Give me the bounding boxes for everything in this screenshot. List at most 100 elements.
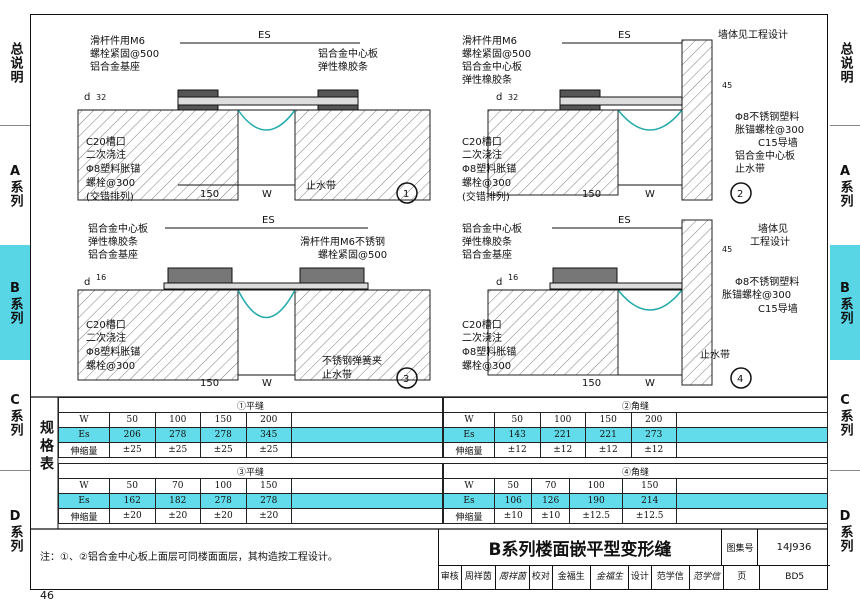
- cell: 278: [245, 493, 292, 509]
- spec-table-side-label: 规格表: [38, 420, 54, 474]
- d2-label: Φ8塑料胀锚: [462, 162, 516, 175]
- d4-label: 止水带: [700, 349, 730, 361]
- tab-overview-left[interactable]: 总说明: [7, 41, 23, 84]
- cell: 伸缩量: [443, 442, 495, 458]
- d4-label: 二次浇注: [462, 331, 502, 344]
- d3-label: 滑杆件用M6不锈钢: [300, 235, 385, 248]
- d4-number: 4: [737, 374, 743, 385]
- cell: 221: [585, 427, 632, 443]
- cell: Es: [443, 427, 495, 443]
- tab-series-d-left[interactable]: D系列: [0, 470, 30, 591]
- cell: 150: [585, 412, 632, 428]
- cell: W: [443, 478, 495, 494]
- d2-label: 止水带: [735, 163, 765, 175]
- d2-label: C15导墙: [758, 136, 798, 149]
- d3-label: 铝合金基座: [88, 248, 138, 261]
- cell: 70: [531, 478, 570, 494]
- d3-label: 二次浇注: [86, 331, 126, 344]
- d2-d-label: d: [496, 92, 502, 103]
- tab-overview-right[interactable]: 总说明: [837, 41, 853, 84]
- d1-label: 铝合金基座: [90, 60, 140, 73]
- cell: ±12.5: [622, 508, 677, 524]
- d3-label: 不锈钢弹簧夹: [322, 354, 382, 367]
- tab-series-b-right[interactable]: B系列: [830, 245, 860, 360]
- cell: 150: [622, 478, 677, 494]
- d4-label: C15导墙: [758, 302, 798, 315]
- d3-label: C20槽口: [86, 318, 126, 331]
- cell: 106: [493, 493, 533, 509]
- d1-d-label: d: [84, 92, 90, 103]
- d1-label: 螺栓@300: [86, 176, 135, 189]
- d1-label: 弹性橡胶条: [318, 60, 368, 73]
- d2-label: 二次浇注: [462, 148, 502, 161]
- d1-label: C20槽口: [86, 135, 126, 148]
- cell: ±10: [531, 508, 570, 524]
- d2-label: 螺栓紧固@500: [462, 47, 531, 60]
- cell: ±25: [109, 442, 156, 458]
- d2-label: Φ8不锈钢塑料: [735, 110, 799, 123]
- tab-series-c-left[interactable]: C系列: [7, 393, 23, 437]
- d3-label: Φ8塑料胀锚: [86, 345, 140, 358]
- d4-label: C20槽口: [462, 318, 502, 331]
- d1-w-label: W: [262, 189, 272, 200]
- d4-d-label: d: [496, 277, 502, 288]
- d4-dim45: 45: [722, 245, 732, 254]
- tab-series-a-left[interactable]: A系列: [0, 125, 30, 246]
- d4-label: 胀锚螺栓@300: [722, 288, 791, 301]
- review-name: 周祥茵: [462, 565, 496, 590]
- d3-es-label: ES: [262, 215, 275, 226]
- d2-label: 胀锚螺栓@300: [735, 123, 804, 136]
- d1-es-label: ES: [258, 30, 271, 41]
- spec-table-3-title: ③平缝: [58, 463, 443, 479]
- d4-label: Φ8不锈钢塑料: [735, 275, 799, 288]
- design-signature: 范学信: [690, 565, 725, 590]
- d2-number: 2: [737, 189, 743, 200]
- cell: ±25: [245, 442, 292, 458]
- cell: W: [443, 412, 495, 428]
- cell: ±20: [154, 508, 201, 524]
- d4-label: 工程设计: [750, 235, 790, 248]
- d2-dim150: 150: [582, 189, 601, 200]
- d4-label: 墙体见: [758, 222, 788, 235]
- spec-table-4-title: ④角缝: [443, 463, 828, 479]
- tab-series-c-right[interactable]: C系列: [837, 393, 853, 437]
- tab-series-a-right[interactable]: A系列: [830, 125, 860, 246]
- center-plate-1: [177, 96, 359, 106]
- cell: ±20: [245, 508, 292, 524]
- d1-label: 止水带: [306, 180, 336, 192]
- cell: Es: [443, 493, 495, 509]
- cell: W: [58, 478, 110, 494]
- cell: ±12: [494, 442, 541, 458]
- d2-label: 弹性橡胶条: [462, 73, 512, 86]
- d2-dim32: 32: [508, 93, 518, 102]
- cell: ±12: [630, 442, 677, 458]
- cell: 伸缩量: [58, 442, 110, 458]
- d2-w-label: W: [645, 189, 655, 200]
- d1-dim150: 150: [200, 189, 219, 200]
- cell: ±12.5: [568, 508, 624, 524]
- cell: 214: [622, 493, 677, 509]
- tab-series-d-right[interactable]: D系列: [830, 470, 860, 591]
- d4-label: 铝合金基座: [462, 248, 512, 261]
- d2-label: C20槽口: [462, 135, 502, 148]
- d2-label: 铝合金中心板: [735, 149, 795, 162]
- cell: 70: [154, 478, 201, 494]
- cell: 143: [494, 427, 541, 443]
- d4-label: 铝合金中心板: [462, 222, 522, 235]
- tab-series-b-left[interactable]: B系列: [0, 245, 30, 360]
- cell: 50: [109, 412, 156, 428]
- cell: 100: [154, 412, 201, 428]
- cell: 190: [568, 493, 624, 509]
- cell: 162: [109, 493, 156, 509]
- d3-label: 止水带: [322, 369, 352, 381]
- check-label: 校对: [530, 565, 553, 590]
- d2-dim45: 45: [722, 81, 732, 90]
- d4-dim150: 150: [582, 378, 601, 389]
- cell: Es: [58, 427, 110, 443]
- cell: ±20: [109, 508, 156, 524]
- d3-dim150: 150: [200, 378, 219, 389]
- cell: 50: [493, 478, 533, 494]
